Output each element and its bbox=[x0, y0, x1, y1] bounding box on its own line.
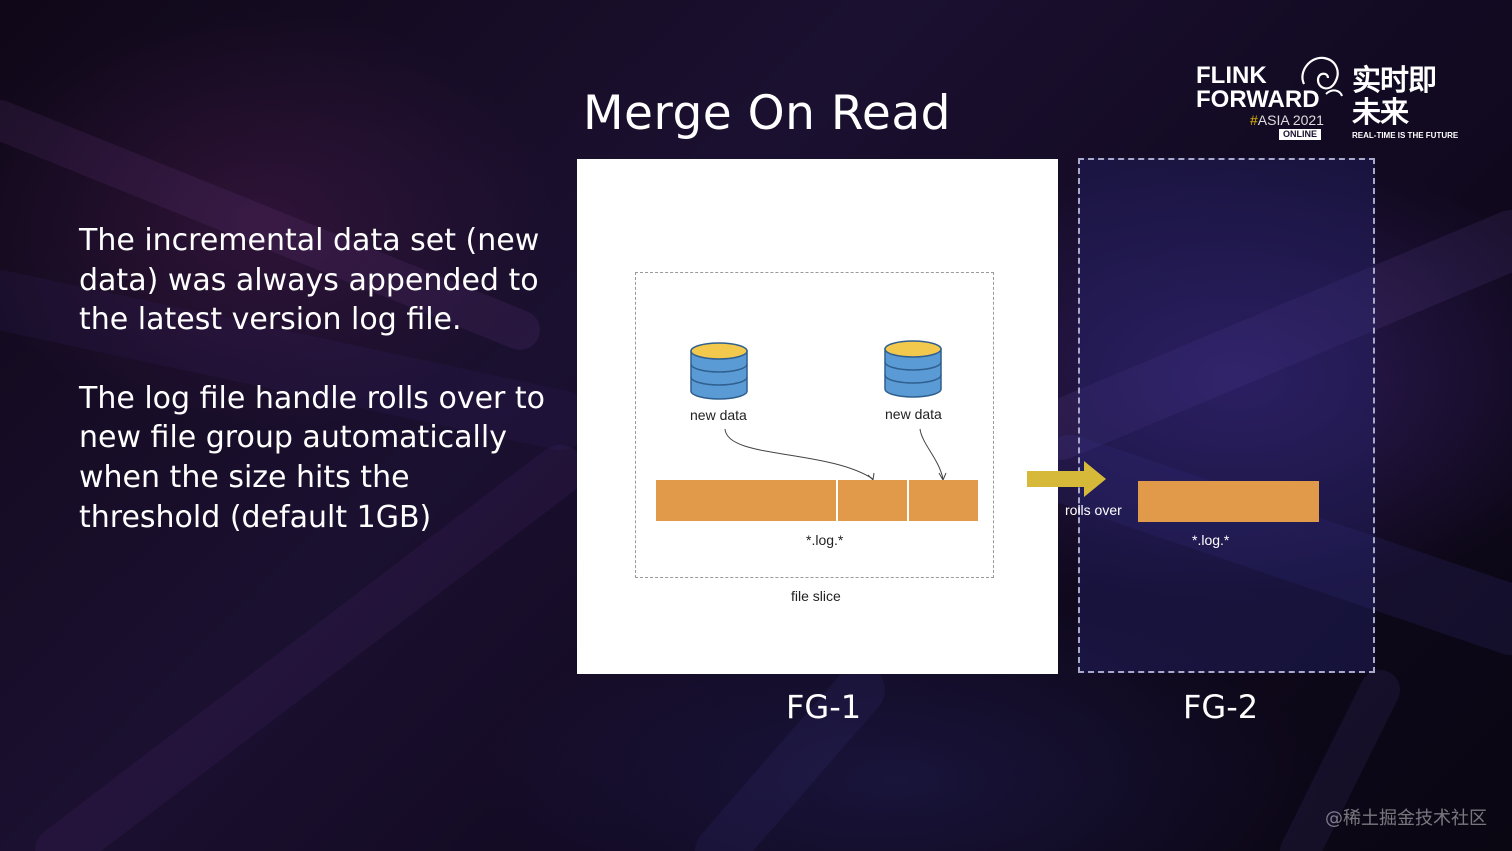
body-text: The incremental data set (new data) was … bbox=[79, 221, 549, 576]
new-data-label-right: new data bbox=[885, 406, 942, 422]
file-slice-box bbox=[635, 272, 994, 578]
rolls-over-label: rolls over bbox=[1065, 502, 1122, 518]
fg1-panel: new data new data *.log.* file slice bbox=[577, 159, 1058, 674]
fg2-panel bbox=[1078, 158, 1375, 673]
logo-hash: # bbox=[1250, 112, 1258, 128]
fg1-log-label: *.log.* bbox=[806, 532, 844, 548]
database-icon-left bbox=[690, 342, 748, 400]
log-segment-1 bbox=[656, 480, 836, 521]
logo-line1: FLINK bbox=[1196, 62, 1267, 89]
logo-tagline: REAL-TIME IS THE FUTURE bbox=[1352, 131, 1459, 140]
fg2-log-bar bbox=[1138, 481, 1319, 522]
online-badge: ONLINE bbox=[1279, 129, 1322, 140]
flink-forward-logo: FLINK FORWARD #ASIA 2021 ONLINE 实时即未来 RE… bbox=[1196, 54, 1458, 146]
paragraph-2: The log file handle rolls over to new fi… bbox=[79, 380, 546, 535]
fg2-log-label: *.log.* bbox=[1192, 532, 1230, 548]
database-icon-right bbox=[884, 340, 942, 398]
logo-event: ASIA 2021 bbox=[1257, 112, 1324, 128]
log-segment-3 bbox=[909, 480, 978, 521]
squirrel-icon bbox=[1301, 56, 1343, 97]
new-data-label-left: new data bbox=[690, 407, 747, 423]
slide-title: Merge On Read bbox=[583, 86, 951, 141]
log-segment-2 bbox=[838, 480, 907, 521]
logo-line2: FORWARD bbox=[1196, 86, 1320, 113]
watermark: @稀土掘金技术社区 bbox=[1325, 808, 1487, 829]
rolls-over-arrow bbox=[1027, 461, 1106, 497]
fg2-label: FG-2 bbox=[1183, 688, 1259, 726]
paragraph-1: The incremental data set (new data) was … bbox=[79, 223, 540, 338]
file-slice-label: file slice bbox=[791, 588, 841, 604]
logo-chinese-text: 实时即未来 bbox=[1352, 63, 1437, 129]
fg1-label: FG-1 bbox=[786, 688, 862, 726]
